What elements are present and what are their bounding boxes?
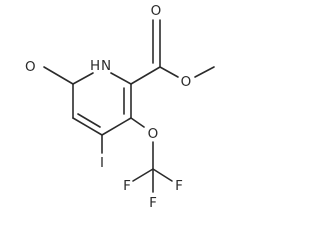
atom-o-ether: O [148, 126, 159, 142]
bond-o-ester-methyl [194, 66, 215, 78]
bond-c3-o-ether [130, 117, 145, 128]
atom-o-carbonyl: O [151, 3, 162, 19]
bond-c-ester-o-ester [159, 66, 179, 78]
bond-n1-c2 [110, 72, 132, 85]
bond-c6-n1 [72, 72, 94, 85]
atom-n-ring: N [101, 58, 111, 74]
bond-cf3-f-right [152, 168, 173, 182]
atom-f-right: F [175, 178, 183, 194]
atom-h-ring: H [90, 58, 100, 74]
atom-o-ester: O [181, 74, 192, 90]
atom-f-left: F [123, 178, 131, 194]
bond-cf3-f-left [132, 168, 154, 182]
bond-c4-c5 [72, 117, 103, 136]
substituent-bonds [43, 19, 215, 193]
bond-c3-c4 [101, 117, 132, 136]
bond-c2-c-ester [130, 66, 161, 85]
atom-iodine: I [100, 155, 104, 171]
molecule-structure-diagram: O H N O O I O F F F [25, 3, 215, 211]
bond-c4-c5-double [77, 113, 101, 128]
atom-f-bottom: F [149, 195, 157, 211]
bond-c6-o-keto [43, 66, 74, 85]
pyridinone-ring [72, 72, 132, 136]
atom-labels: O H N O O I O F F F [25, 3, 191, 211]
atom-o-keto: O [25, 59, 36, 75]
